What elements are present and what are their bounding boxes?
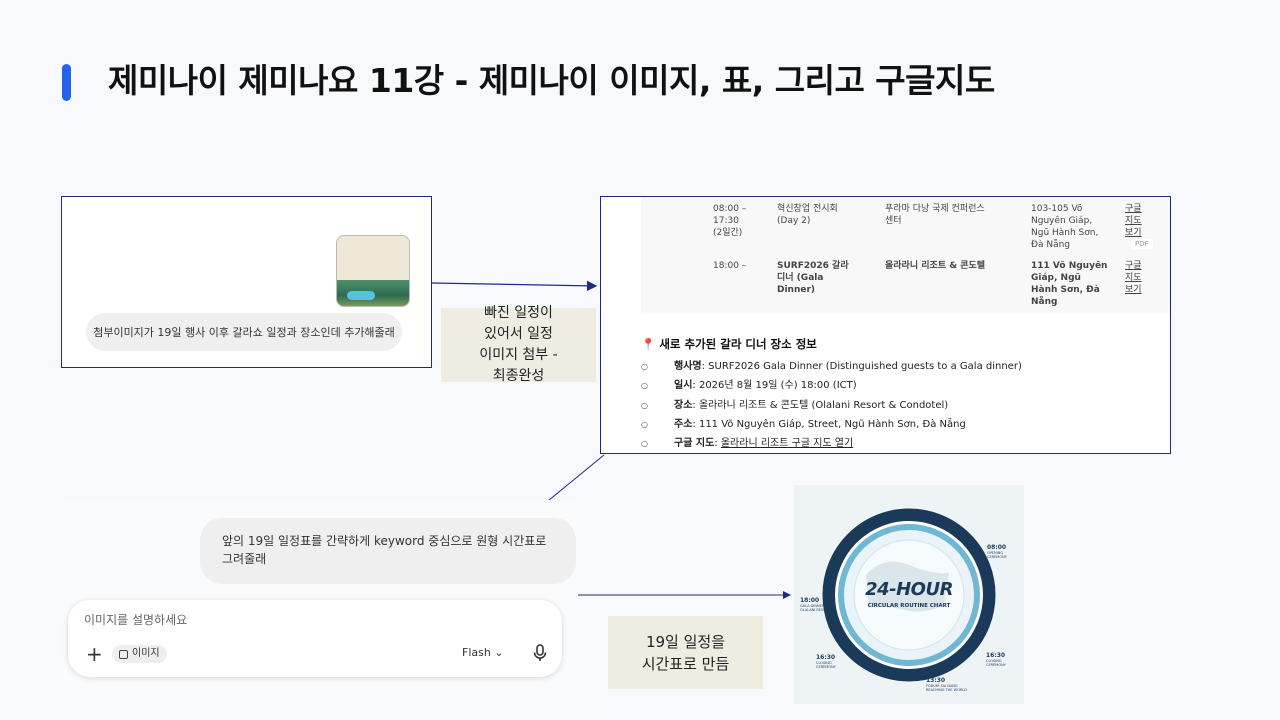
microphone-icon[interactable] — [532, 644, 548, 662]
venue-info-list: 행사명: SURF2026 Gala Dinner (Distinguished… — [641, 357, 1161, 453]
add-button[interactable]: + — [86, 642, 103, 666]
user-message-bubble: 첨부이미지가 19일 행사 이후 갈라쇼 일정과 장소인데 추가해줄래 — [86, 313, 402, 351]
schedule-table: 08:00 – 17:30 (2일간) 혁신창업 전시회 (Day 2) 푸라마… — [641, 197, 1170, 313]
list-item: 구글 지도: 올라라니 리조트 구글 지도 열기 — [641, 434, 1161, 453]
row-address: 111 Võ Nguyên Giáp, Ngũ Hành Sơn, Đà Nẵn… — [1031, 261, 1108, 307]
list-item: 장소: 올라라니 리조트 & 콘도텔 (Olalani Resort & Con… — [641, 396, 1161, 415]
model-selector[interactable]: Flash ⌄ — [462, 646, 504, 659]
resort-photo — [337, 280, 409, 306]
prompt-input-box: + 이미지 Flash ⌄ — [68, 600, 562, 677]
schedule-result-panel: 08:00 – 17:30 (2일간) 혁신창업 전시회 (Day 2) 푸라마… — [600, 196, 1171, 454]
row-title: SURF2026 갈라 디너 (Gala Dinner) — [777, 261, 849, 295]
pdf-badge: PDF — [1131, 239, 1153, 249]
arrow-panel1-to-panel2 — [431, 280, 598, 292]
image-tool-chip[interactable]: 이미지 — [112, 645, 167, 663]
chart-subtitle: CIRCULAR ROUTINE CHART — [867, 603, 951, 609]
slide-title: 제미나이 제미나요 11강 - 제미나이 이미지, 표, 그리고 구글지도 — [108, 61, 995, 100]
list-item: 일시: 2026년 8월 19일 (수) 18:00 (ICT) — [641, 376, 1161, 395]
row-time: 18:00 – — [713, 261, 747, 271]
image-icon — [119, 649, 128, 659]
row-address: 103-105 Võ Nguyên Giáp, Ngũ Hành Sơn, Đà… — [1031, 204, 1099, 250]
open-map-link[interactable]: 올라라니 리조트 구글 지도 열기 — [720, 438, 854, 450]
prompt-input[interactable] — [82, 612, 386, 628]
row-place: 푸라마 다낭 국제 컨퍼런스 센터 — [885, 204, 985, 226]
title-accent-bar — [62, 64, 71, 101]
prompt-panel: 앞의 19일 일정표를 간략하게 keyword 중심으로 원형 시간표로 그려… — [64, 500, 576, 688]
note-final-complete: 빠진 일정이 있어서 일정 이미지 첨부 - 최종완성 — [441, 305, 596, 384]
user-prompt-bubble: 앞의 19일 일정표를 간략하게 keyword 중심으로 원형 시간표로 그려… — [200, 518, 576, 584]
row-place: 올라라니 리조트 & 콘도텔 — [885, 261, 986, 271]
list-item: 행사명: SURF2026 Gala Dinner (Distinguished… — [641, 357, 1161, 376]
pin-icon: 📍 — [641, 337, 656, 351]
info-heading: 📍새로 추가된 갈라 디너 장소 정보 — [641, 337, 817, 351]
circular-chart-graphic — [822, 508, 996, 682]
google-map-link[interactable]: 구글 지도 보기 — [1125, 261, 1142, 295]
google-map-link[interactable]: 구글 지도 보기 — [1125, 204, 1142, 238]
attached-image-thumbnail[interactable] — [336, 235, 410, 307]
chevron-down-icon: ⌄ — [494, 646, 504, 659]
row-time: 08:00 – 17:30 (2일간) — [713, 204, 747, 238]
list-item: 주소: 111 Võ Nguyên Giáp, Street, Ngũ Hành… — [641, 415, 1161, 434]
note-made-timetable: 19일 일정을 시간표로 만듬 — [608, 616, 763, 689]
chart-title: 24-HOUR — [865, 579, 953, 600]
row-title: 혁신창업 전시회 (Day 2) — [777, 204, 838, 226]
attachment-chat-panel: 첨부이미지가 19일 행사 이후 갈라쇼 일정과 장소인데 추가해줄래 — [61, 196, 432, 368]
